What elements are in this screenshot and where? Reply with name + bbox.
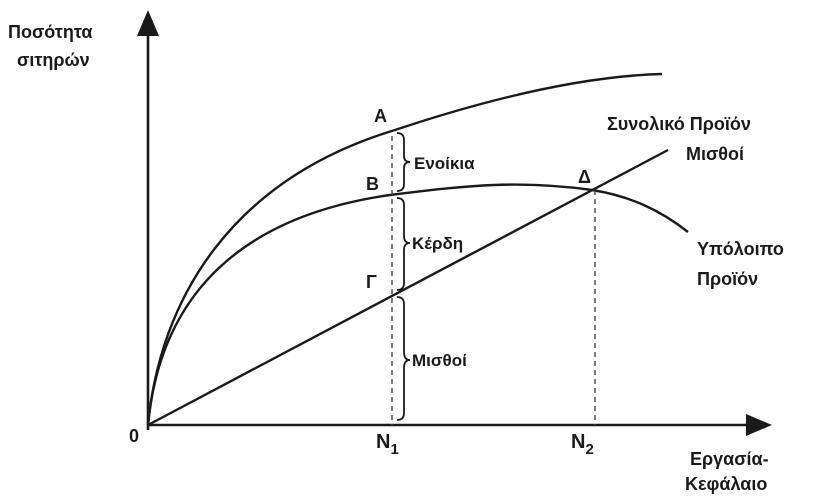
n2-tick-label: N2 <box>571 431 594 458</box>
total-product-curve <box>146 72 663 426</box>
point-g-label: Γ <box>366 272 377 292</box>
origin-label: 0 <box>129 426 139 446</box>
y-axis-label-line1: Ποσότητα <box>8 22 92 42</box>
x-axis-label-line1: Εργασία- <box>690 449 769 469</box>
x-axis-label-line2: Κεφάλαιο <box>685 474 767 494</box>
rents-label: Ενοίκια <box>414 154 475 173</box>
n2-main: N <box>571 431 585 453</box>
point-d-label: Δ <box>578 167 591 187</box>
point-b-label: Β <box>366 174 379 194</box>
residual-product-curve <box>146 183 689 426</box>
n2-subscript: 2 <box>585 441 593 458</box>
total-product-label: Συνολικό Προϊόν <box>607 114 751 134</box>
wages-line-label: Μισθοί <box>686 144 744 164</box>
n1-main: N <box>376 431 390 453</box>
wages-brace <box>396 296 411 421</box>
rents-brace <box>396 132 411 192</box>
y-axis-arrow-icon <box>137 10 159 36</box>
residual-product-label-line1: Υπόλοιπο <box>697 239 784 259</box>
wages-brace-label: Μισθοί <box>412 351 467 370</box>
profits-brace <box>396 197 411 291</box>
point-a-label: Α <box>374 106 387 126</box>
x-axis-arrow-icon <box>746 414 772 436</box>
profits-label: Κέρδη <box>412 234 463 253</box>
wages-line <box>147 148 669 427</box>
residual-product-label-line2: Προϊόν <box>697 269 758 289</box>
n1-subscript: 1 <box>390 441 398 458</box>
y-axis-label-line2: σιτηρών <box>17 50 90 70</box>
n1-tick-label: N1 <box>376 431 399 458</box>
